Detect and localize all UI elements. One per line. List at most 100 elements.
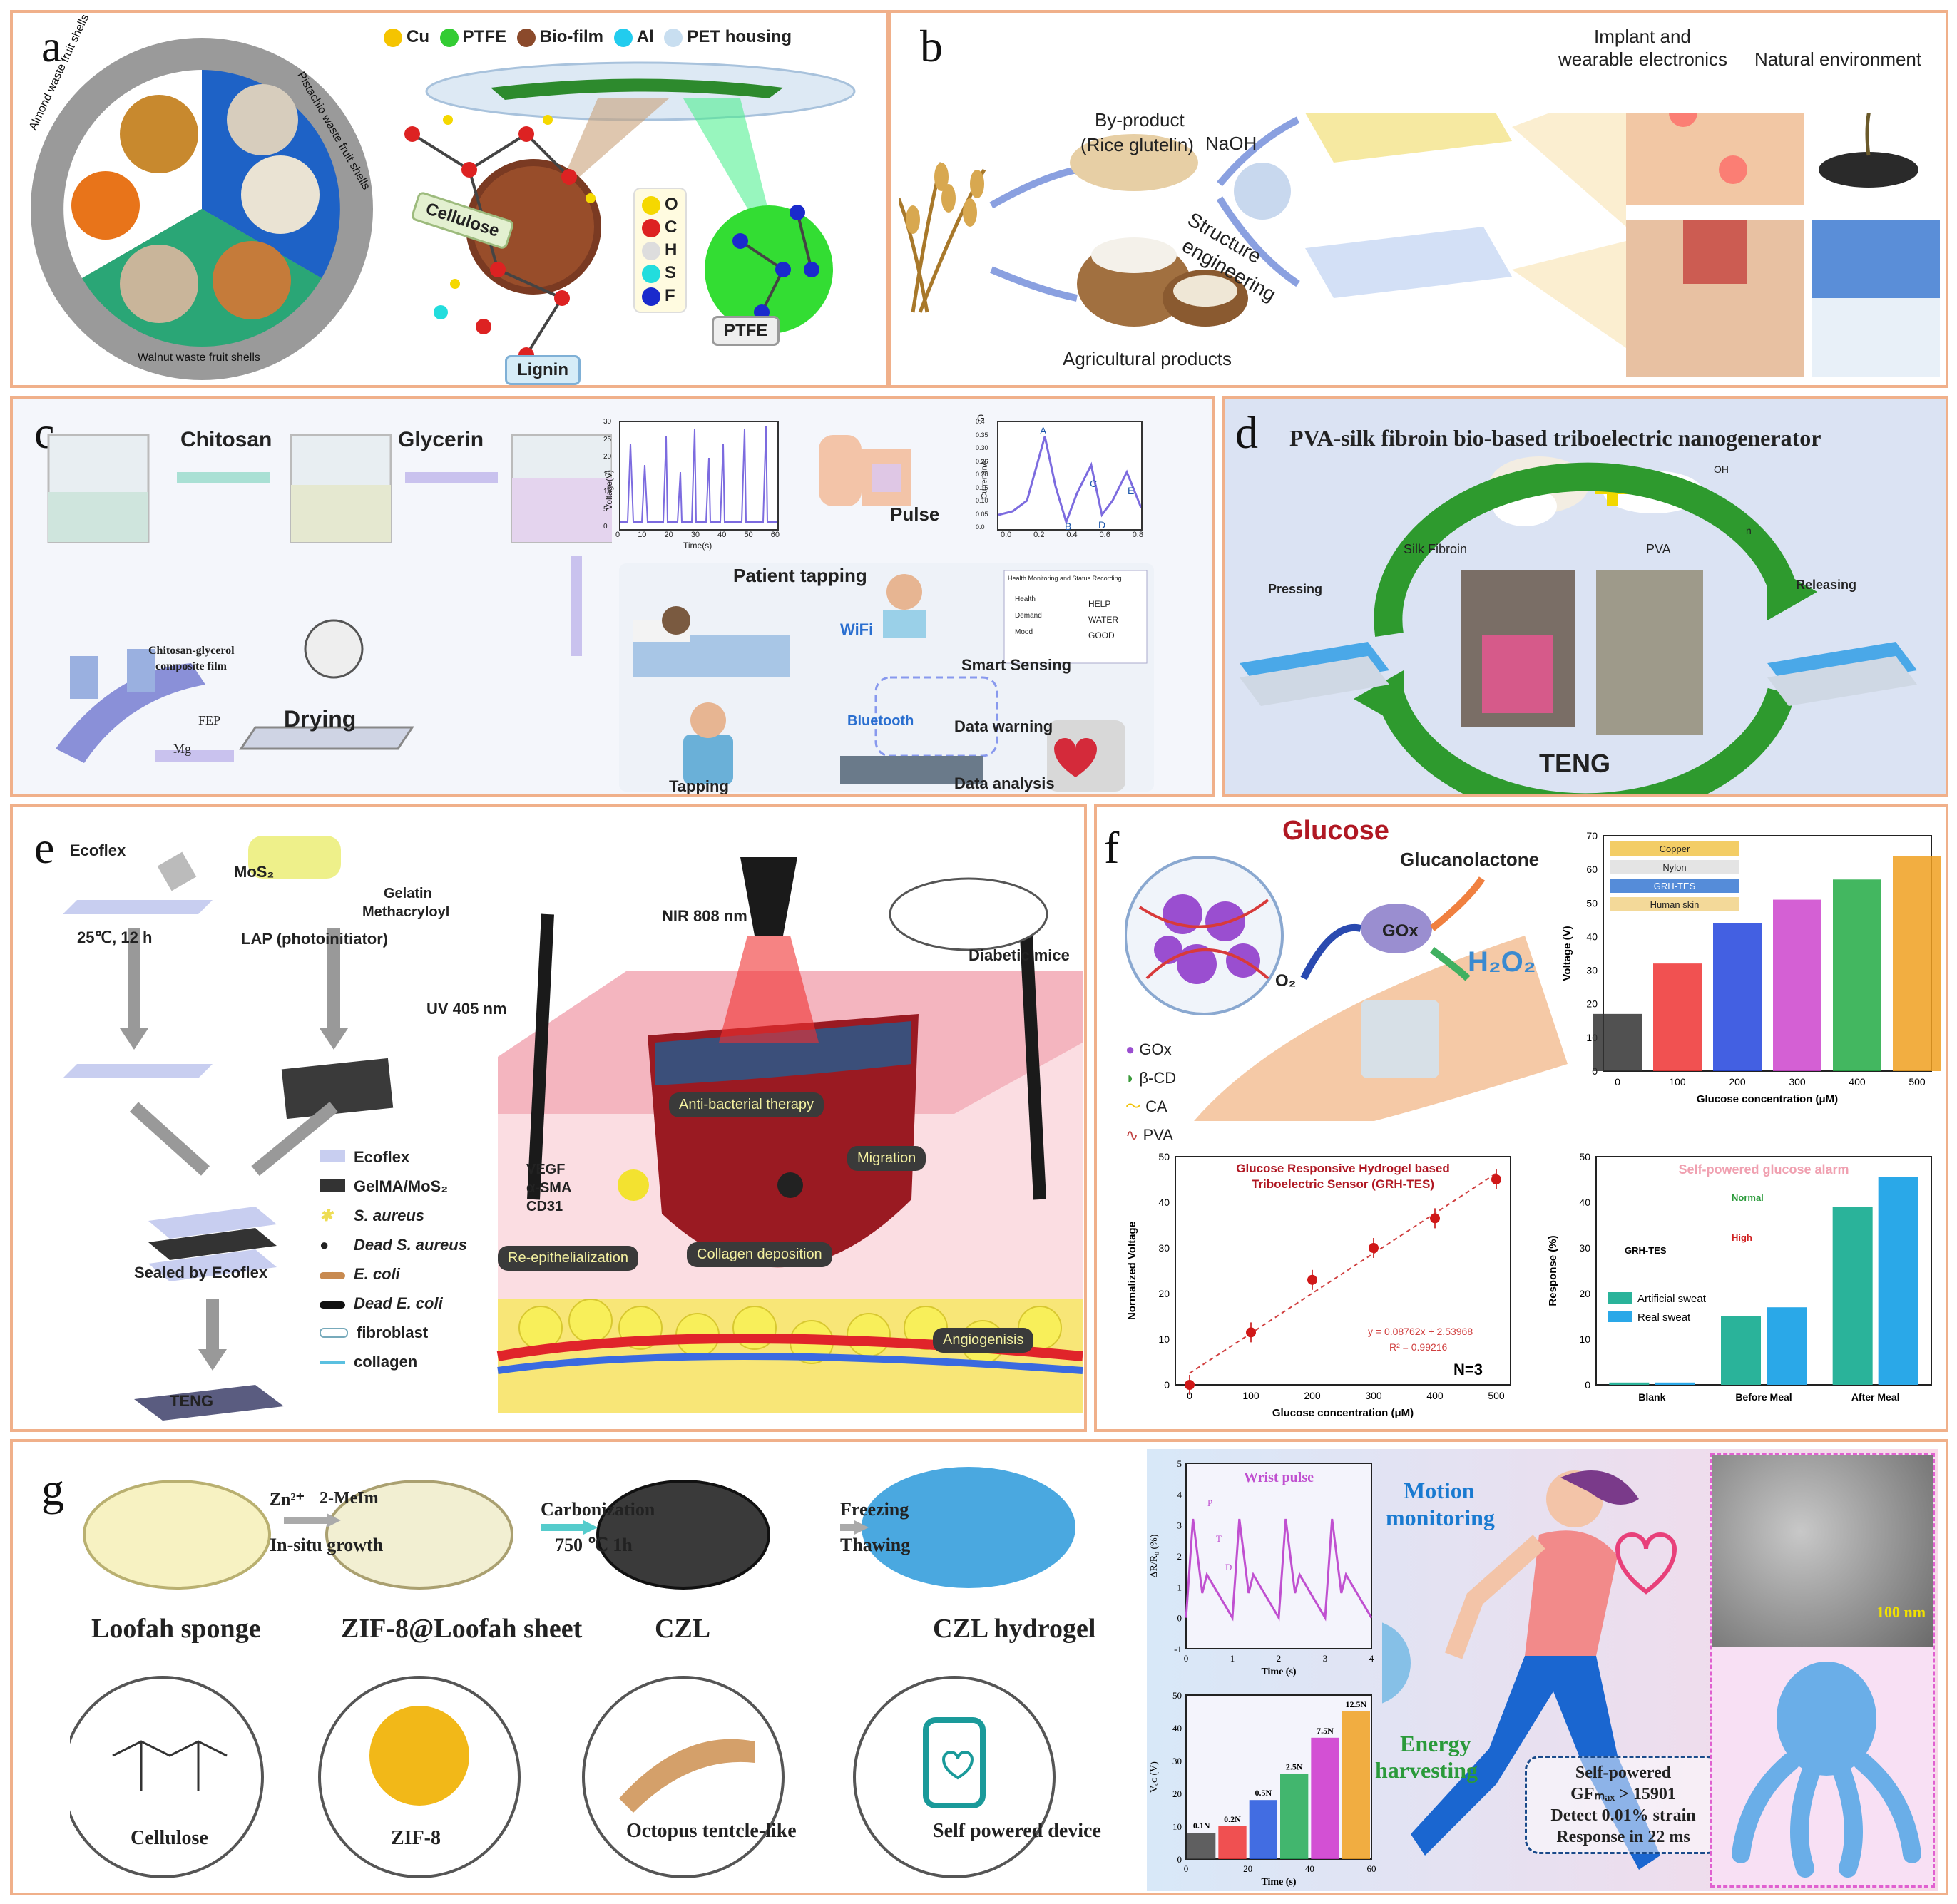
peak-e: E	[1128, 485, 1135, 496]
current-chart	[997, 421, 1143, 531]
x-tick-label: 40	[1305, 1863, 1314, 1874]
hospital-illustration	[633, 570, 1148, 792]
panel-e-label: e	[34, 822, 55, 873]
x-tick-label: 300	[1789, 1076, 1806, 1087]
ca-icon: 〜	[1125, 1097, 1142, 1115]
pet-dot	[664, 28, 683, 47]
category-label: Before Meal	[1735, 1391, 1792, 1403]
y-tick-label: 30	[1586, 965, 1598, 976]
o2-text: O₂	[1275, 971, 1297, 991]
atom-s: S	[665, 263, 677, 282]
y-tick-label: 50	[1586, 897, 1598, 909]
panel-f-legend: ● GOx ◗ β-CD 〜 CA ∿ PVA	[1125, 1035, 1176, 1150]
grh-label: GRH-TES	[1625, 1245, 1667, 1256]
y-axis-label: Vₒᴄ (V)	[1149, 1761, 1160, 1793]
loofah-process	[70, 1467, 1075, 1878]
health-row-2: Demand	[1015, 612, 1042, 620]
wifi-text: WiFi	[840, 620, 874, 638]
ecoli-swatch	[320, 1272, 345, 1279]
glutelin-text: (Rice glutelin)	[1080, 134, 1194, 155]
y-tick-label: 3	[1177, 1520, 1182, 1531]
gelma-swatch	[320, 1179, 345, 1192]
y-tick-label: 40	[1158, 1197, 1170, 1208]
voltage-bar	[1833, 879, 1881, 1071]
x-tick-label: 500	[1909, 1076, 1926, 1087]
sem-octopus-box: 100 nm	[1710, 1453, 1935, 1888]
fibroblast-swatch	[320, 1328, 348, 1338]
tick: 5	[603, 505, 608, 513]
mos2-text: MoS₂	[234, 863, 275, 881]
voltage-bar	[1773, 899, 1821, 1071]
y-tick-label: 5	[1177, 1458, 1182, 1469]
legend-pva: PVA	[1143, 1126, 1173, 1144]
chitosan-process	[47, 434, 612, 763]
glucose-sensor-illustration	[1125, 856, 1568, 1121]
angio-pill: Angiogenisis	[933, 1328, 1034, 1353]
panel-e: e Ecoflex MoS₂ Gelatin Methacryloyl 25℃,…	[10, 804, 1087, 1432]
y-tick-label: 10	[1158, 1334, 1170, 1345]
legend-al: Al	[636, 27, 654, 46]
carbon-text: Carbonization	[541, 1499, 655, 1520]
collagen-swatch	[320, 1361, 345, 1365]
x-tick-label: 1	[1230, 1653, 1235, 1664]
voc-step-bar	[1280, 1774, 1309, 1859]
walnut-label: Walnut waste fruit shells	[138, 352, 260, 364]
analysis-text: Data analysis	[954, 774, 1055, 792]
tick: 10	[638, 531, 647, 539]
voltage-bar	[1593, 1013, 1642, 1071]
legend-gelma: GelMA/MoS₂	[354, 1177, 448, 1195]
n-label: N=3	[1453, 1361, 1483, 1378]
layer-label: Nylon	[1662, 862, 1686, 873]
tick: 20	[664, 531, 673, 539]
meim-text: 2-MeIm	[320, 1489, 379, 1508]
normal-label: Normal	[1732, 1192, 1764, 1203]
y-tick-label: 70	[1586, 830, 1598, 841]
teng-text-d: TENG	[1539, 749, 1611, 778]
layer-label: Human skin	[1650, 899, 1700, 910]
insitu-text: In-situ growth	[270, 1535, 384, 1555]
legend-fibroblast: fibroblast	[357, 1324, 429, 1341]
stage-loofah: Loofah sponge	[91, 1614, 261, 1644]
marker-vegf: VEGF	[526, 1162, 566, 1177]
antibac-pill: Anti-bacterial therapy	[669, 1092, 824, 1117]
atom-legend: O C H S F	[633, 188, 687, 313]
legend-cu: Cu	[407, 27, 429, 46]
teng-fabrication	[63, 836, 394, 1421]
dead-ecoli-swatch	[320, 1301, 345, 1309]
layer-swatch	[1610, 841, 1739, 856]
panel-b: b By-product (Rice glutelin) NaOH Struct…	[889, 10, 1948, 388]
data-point	[1491, 1174, 1501, 1184]
legend-saureus: S. aureus	[354, 1207, 425, 1224]
tick: 10	[603, 488, 612, 496]
x-tick-label: 0	[1187, 1390, 1192, 1401]
voc-step-bar	[1187, 1833, 1216, 1859]
pulse-trace	[1185, 1518, 1373, 1622]
plot-frame	[1175, 1156, 1511, 1386]
mark-p: P	[1207, 1498, 1212, 1508]
legend-label: Real sweat	[1637, 1311, 1691, 1324]
x-tick-label: 0	[1184, 1863, 1189, 1874]
tick: 0.2	[1033, 531, 1045, 539]
oh-text: OH	[1714, 464, 1729, 475]
x-tick-label: 200	[1304, 1390, 1321, 1401]
panel-d-title: PVA-silk fibroin bio-based triboelectric…	[1289, 425, 1821, 451]
tick: 0.30	[976, 444, 988, 451]
voc-step-bar	[1249, 1800, 1277, 1859]
pressing-text: Pressing	[1268, 582, 1323, 596]
y-tick-label: 20	[1158, 1288, 1170, 1299]
scale-text: 100 nm	[1876, 1603, 1926, 1621]
x-tick-label: 3	[1323, 1653, 1328, 1664]
legend-bcd: β-CD	[1139, 1069, 1177, 1087]
ecoflex-top-text: Ecoflex	[70, 841, 126, 859]
temp-e-text: 25℃, 12 h	[77, 928, 153, 946]
legend-dead-ecoli: Dead E. coli	[354, 1294, 443, 1312]
ecoflex-swatch	[320, 1150, 345, 1162]
fit-line	[1189, 1172, 1497, 1374]
tick: 0.15	[976, 483, 988, 491]
wound-healing-illustration	[496, 857, 1083, 1413]
tick: 40	[717, 531, 727, 539]
water-text: WATER	[1088, 615, 1118, 625]
cu-dot	[384, 28, 402, 47]
high-label: High	[1732, 1232, 1752, 1243]
y-tick-label: 0	[1585, 1379, 1590, 1391]
